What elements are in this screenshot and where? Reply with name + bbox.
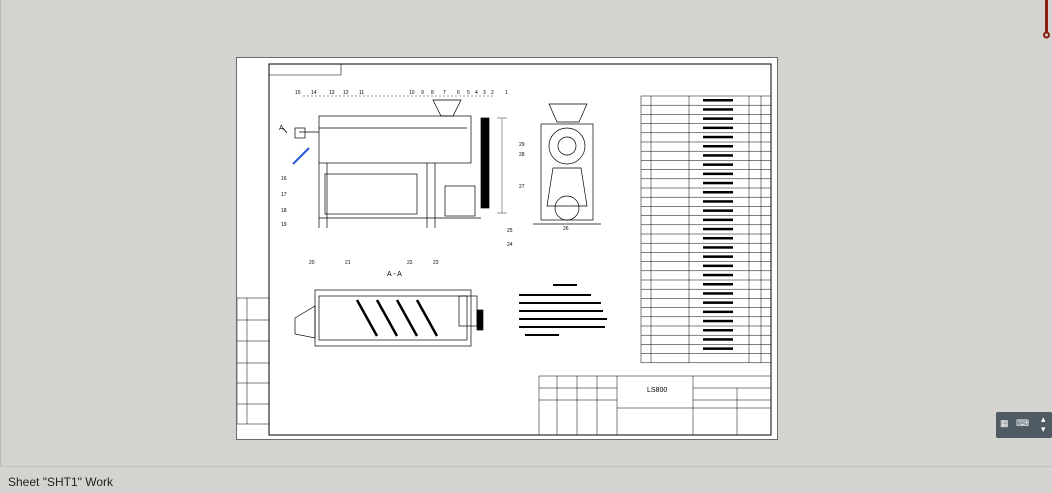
part-number-label: 27: [519, 184, 525, 190]
technical-notes: [519, 284, 607, 336]
part-number-label: 11: [359, 90, 364, 96]
side-view: [533, 103, 601, 225]
part-number-label: 17: [281, 192, 287, 198]
part-number-label: 4: [475, 90, 478, 96]
chevron-up-icon[interactable]: ▴: [1041, 414, 1046, 424]
status-bar: Sheet "SHT1" Work: [0, 466, 1052, 493]
part-number-label: 20: [309, 260, 315, 266]
part-number-label: 1: [505, 90, 508, 96]
title-block-text: LS800: [647, 387, 667, 394]
part-number-label: 10: [409, 90, 415, 96]
vertical-scroll-thumb-icon[interactable]: [1042, 0, 1051, 40]
title-block: [538, 375, 772, 436]
part-number-label: 26: [563, 226, 569, 232]
front-dims: [303, 95, 507, 214]
part-number-label: 28: [519, 152, 525, 158]
part-number-label: 6: [457, 90, 460, 96]
part-number-label: 2: [491, 90, 494, 96]
engineering-drawing: LS800 A - A A 15141312111098765432116171…: [236, 63, 772, 436]
section-label: A - A: [387, 271, 402, 278]
part-number-label: 9: [421, 90, 424, 96]
part-number-label: 5: [467, 90, 470, 96]
part-number-label: 14: [311, 90, 317, 96]
part-number-label: 15: [295, 90, 301, 96]
part-number-label: 21: [345, 260, 351, 266]
part-number-label: 22: [407, 260, 413, 266]
input-widget[interactable]: ▦ ⌨ ▴ ▾: [996, 412, 1052, 438]
part-number-label: 24: [507, 242, 513, 248]
front-view: [282, 99, 490, 228]
section-view: [294, 289, 484, 347]
part-number-label: 25: [507, 228, 513, 234]
parts-list-table: [640, 95, 772, 364]
part-number-label: 23: [433, 260, 439, 266]
chevron-down-icon[interactable]: ▾: [1041, 424, 1046, 434]
sheet-status-text: Sheet "SHT1" Work: [8, 475, 113, 489]
highlighted-leader: [292, 147, 310, 165]
part-number-label: 19: [281, 222, 287, 228]
part-number-label: 13: [329, 90, 335, 96]
part-number-label: 3: [483, 90, 486, 96]
part-number-label: 8: [431, 90, 434, 96]
view-marker: A: [279, 125, 284, 132]
grid-icon: ▦: [1000, 418, 1009, 428]
part-number-label: 18: [281, 208, 287, 214]
part-number-label: 16: [281, 176, 287, 182]
keyboard-icon[interactable]: ⌨: [1016, 418, 1029, 428]
part-number-label: 7: [443, 90, 446, 96]
part-number-label: 12: [343, 90, 349, 96]
left-binding-strip: [236, 297, 270, 425]
part-number-label: 29: [519, 142, 525, 148]
